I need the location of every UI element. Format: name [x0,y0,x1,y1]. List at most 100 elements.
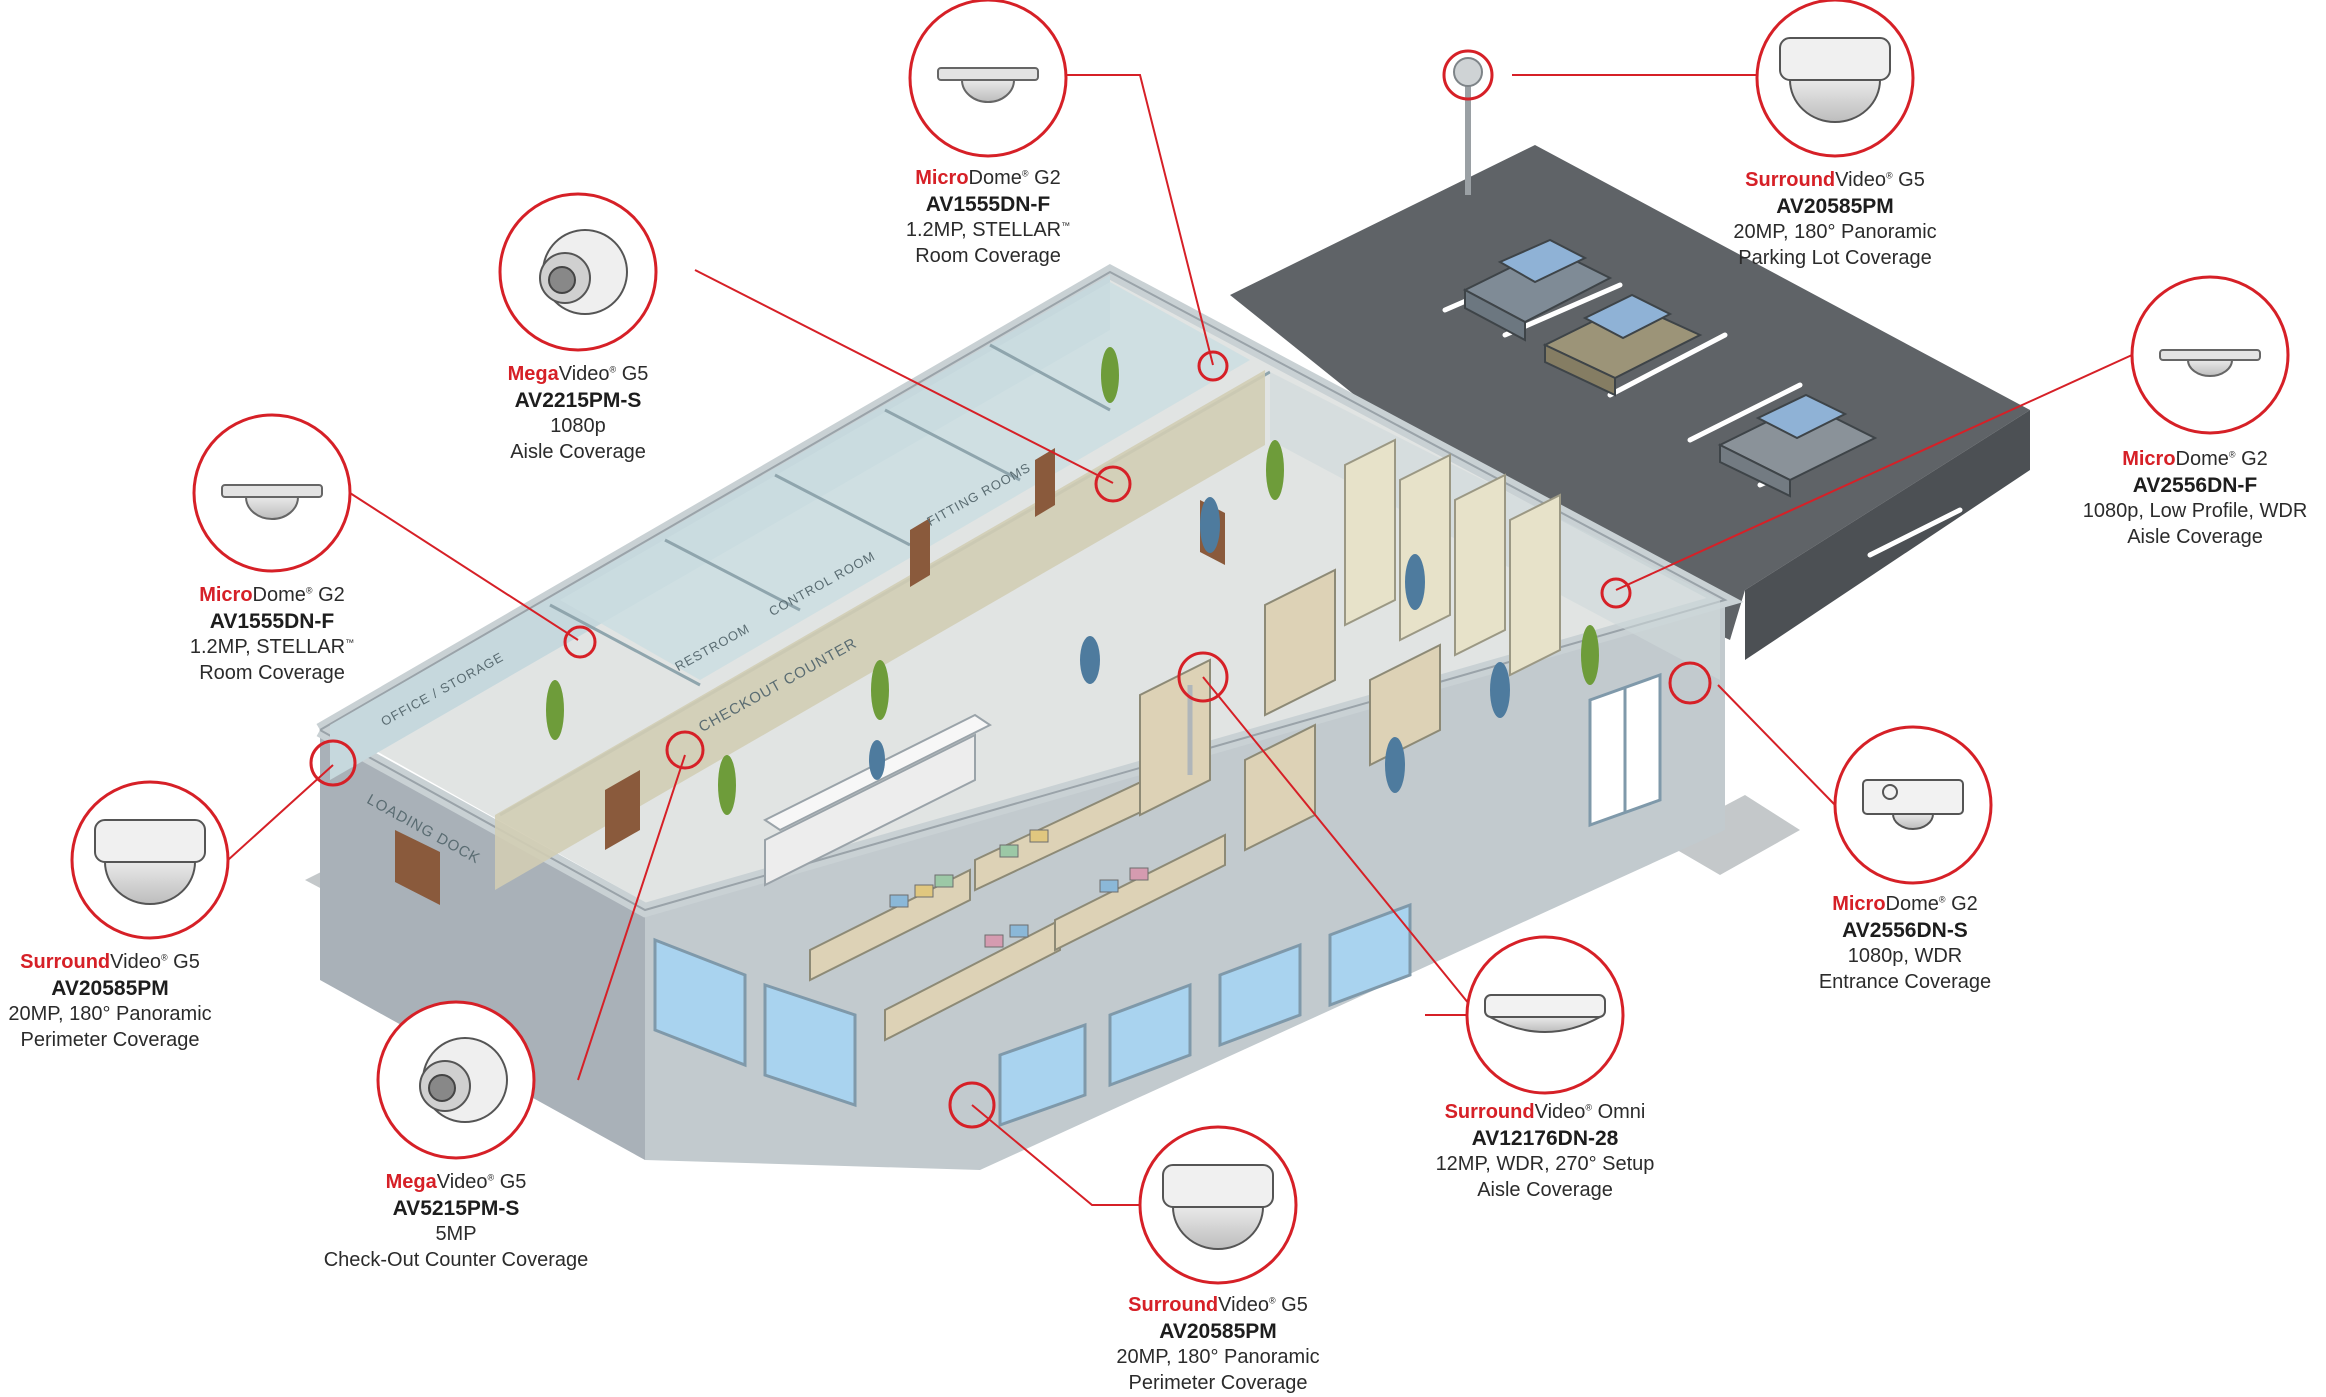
generation: G2 [318,584,345,606]
connector-lines [227,74,2133,1206]
callout-c3[interactable]: MegaVideo® G5 AV2215PM-S 1080p Aisle Cov… [478,362,678,466]
car [1717,393,1878,498]
generation: G5 [499,1171,527,1193]
spec-line: 5MP [435,1223,477,1246]
dome-flat-icon [937,67,1039,103]
coverage-line: Aisle Coverage [1477,1179,1613,1202]
generation: Omni [1597,1101,1646,1123]
dome-large-icon [1162,1164,1274,1250]
brand-name: Surround [1128,1294,1219,1316]
coverage-line: Check-Out Counter Coverage [323,1249,589,1272]
brand-name: Micro [915,167,969,189]
store-fixtures [546,347,1599,1042]
callout-c8[interactable]: MegaVideo® G5 AV5215PM-S 5MP Check-Out C… [306,1170,606,1274]
generation: G2 [1951,893,1978,915]
callout-c1[interactable]: MicroDome® G2 AV1555DN-F 1.2MP, STELLAR™… [888,166,1088,270]
spec-line: 20MP, 180° Panoramic [8,1003,212,1026]
generation: G5 [1281,1294,1308,1316]
callout-c4[interactable]: MicroDome® G2 AV1555DN-F 1.2MP, STELLAR™… [172,583,372,687]
brand-name: Micro [2122,448,2176,470]
spec-line: 1080p [550,415,606,438]
brand-name: Surround [1444,1101,1535,1123]
series-name: Video [1218,1294,1269,1316]
spec-line: 1.2MP, STELLAR [189,636,346,659]
generation: G5 [173,951,200,973]
camera-marker[interactable] [1177,651,1229,703]
spec-line: 1.2MP, STELLAR [905,219,1062,242]
generation: G2 [1034,167,1061,189]
camera-marker[interactable] [665,730,705,770]
box-camera-icon [539,229,628,315]
camera-marker[interactable] [1442,49,1494,101]
coverage-line: Perimeter Coverage [20,1029,200,1052]
model-number: AV20585PM [51,976,169,1000]
dome-lowprofile-icon [2159,349,2261,377]
callout-c7[interactable]: MicroDome® G2 AV2556DN-S 1080p, WDR Entr… [1805,892,2005,996]
dome-large-icon [94,819,206,905]
model-number: AV1555DN-F [925,192,1051,216]
model-number: AV20585PM [1159,1319,1277,1343]
series-name: Video [1835,169,1886,191]
brand-name: Mega [507,363,559,385]
callout-c10[interactable]: SurroundVideo® G5 AV20585PM 20MP, 180° P… [1078,1293,1358,1397]
coverage-line: Perimeter Coverage [1128,1372,1308,1395]
model-number: AV2556DN-S [1842,918,1968,942]
trademark: ™ [1061,220,1071,231]
series-name: Video [1534,1101,1586,1123]
callout-c5[interactable]: MicroDome® G2 AV2556DN-F 1080p, Low Prof… [2070,447,2320,551]
spec-line: 1080p, WDR [1847,945,1963,968]
camera-marker[interactable] [1094,465,1132,503]
car [1542,293,1703,397]
car [1462,238,1613,342]
series-name: Dome [252,584,306,606]
series-name: Dome [1885,893,1939,915]
coverage-line: Aisle Coverage [510,441,646,464]
model-number: AV2556DN-F [2132,473,2258,497]
series-name: Dome [968,167,1022,189]
people [869,497,1510,793]
camera-markers [309,49,1712,1129]
camera-marker[interactable] [1197,350,1229,382]
spec-line: 12MP, WDR, 270° Setup [1435,1153,1655,1176]
box-camera-icon [419,1037,508,1123]
dome-large-icon [1779,37,1891,123]
coverage-line: Parking Lot Coverage [1738,247,1932,270]
series-name: Video [436,1171,488,1193]
model-number: AV12176DN-28 [1471,1126,1619,1150]
callout-c6[interactable]: SurroundVideo® G5 AV20585PM 20MP, 180° P… [0,950,220,1054]
camera-marker[interactable] [1600,577,1632,609]
camera-marker[interactable] [1668,661,1712,705]
brand-name: Surround [1745,169,1836,191]
generation: G5 [621,363,649,385]
generation: G2 [2241,448,2268,470]
coverage-line: Room Coverage [915,245,1061,268]
coverage-line: Aisle Coverage [2127,526,2263,549]
camera-marker[interactable] [948,1081,996,1129]
callout-c9[interactable]: SurroundVideo® Omni AV12176DN-28 12MP, W… [1405,1100,1685,1204]
parking-lot [1230,57,2030,660]
camera-marker[interactable] [563,625,597,659]
callout-c2[interactable]: SurroundVideo® G5 AV20585PM 20MP, 180° P… [1695,168,1975,272]
trademark: ™ [345,637,355,648]
generation: G5 [1898,169,1925,191]
coverage-line: Room Coverage [199,662,345,685]
omni-camera-icon [1484,994,1606,1033]
dome-surface-icon [1862,779,1964,830]
spec-line: 20MP, 180° Panoramic [1733,221,1937,244]
brand-name: Mega [385,1171,437,1193]
model-number: AV2215PM-S [514,388,642,412]
model-number: AV5215PM-S [392,1196,520,1220]
brand-name: Micro [1832,893,1886,915]
series-name: Video [558,363,610,385]
camera-marker[interactable] [309,739,357,787]
model-number: AV20585PM [1776,194,1894,218]
spec-line: 20MP, 180° Panoramic [1116,1346,1320,1369]
coverage-line: Entrance Coverage [1818,971,1992,994]
series-name: Video [110,951,161,973]
model-number: AV1555DN-F [209,609,335,633]
callout-circles [70,0,2290,1285]
brand-name: Micro [199,584,253,606]
series-name: Dome [2175,448,2229,470]
